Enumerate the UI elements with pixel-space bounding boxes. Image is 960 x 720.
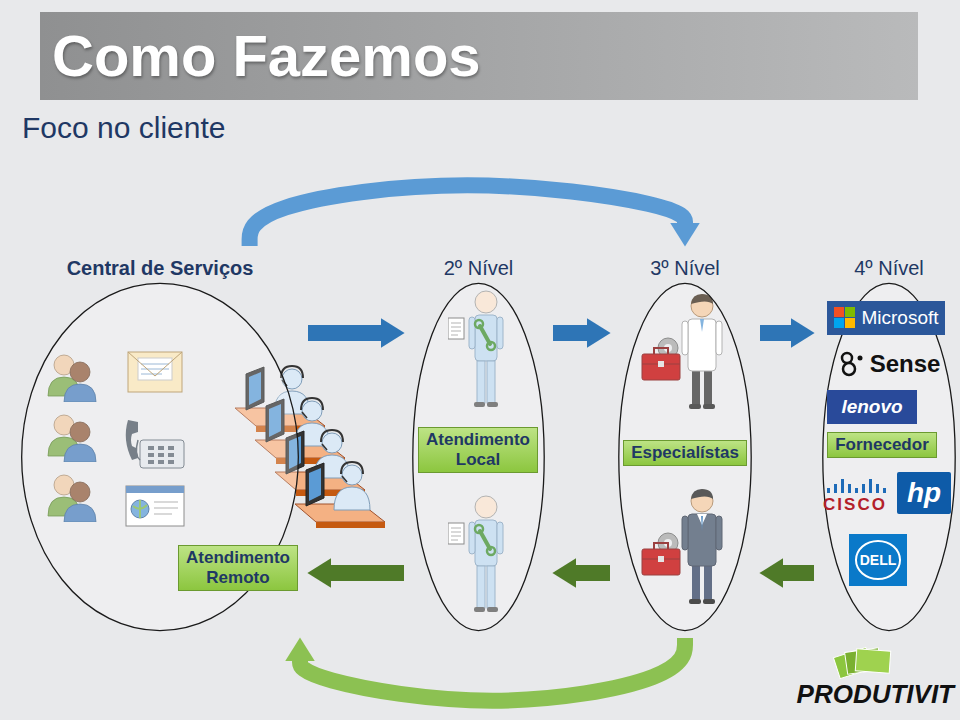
ms-logo-mark: [834, 307, 856, 329]
vendor-logo: Microsoft: [827, 301, 944, 335]
node-text: Microsoft: [861, 307, 938, 329]
level-ellipse: 3º NívelEspecialístas: [618, 252, 752, 632]
level-heading: 3º Nível: [618, 252, 752, 280]
cisco-logo-mark: [824, 478, 886, 494]
title-bar: [40, 12, 918, 100]
service-tag: Fornecedor: [827, 432, 937, 458]
sense-logo-mark: [838, 351, 868, 377]
level-heading: Central de Serviços: [20, 252, 300, 280]
ellipse-outline: [823, 283, 955, 630]
flow-arrow: [329, 565, 404, 581]
title: Como Fazemos: [52, 24, 481, 88]
brand-mark: [833, 647, 890, 678]
brand-name: PRODUTIVIT: [797, 678, 954, 710]
level-ellipse: 4º NívelMicrosoftSense lenovoFornecedorCI…: [822, 252, 956, 632]
node-text: Atendimento Remoto: [186, 548, 290, 589]
level-heading: 4º Nível: [822, 252, 956, 280]
subtitle: Foco no cliente: [22, 110, 225, 146]
ellipse-outline: [619, 283, 751, 630]
node-text: Sense: [870, 350, 941, 378]
vendor-logo: DELL: [849, 534, 908, 586]
vendor-logo: hp: [897, 472, 951, 514]
node-text: DELL: [855, 540, 902, 580]
service-tag: Especialístas: [623, 440, 747, 466]
flow-arrow: [781, 565, 814, 581]
node-text: Atendimento Local: [426, 430, 530, 471]
service-tag: Atendimento Local: [418, 427, 538, 474]
flow-arrow: [250, 185, 685, 246]
node-text: hp: [907, 476, 941, 510]
level-ellipse: 2º NívelAtendimento Local: [412, 252, 545, 632]
node-text: lenovo: [841, 396, 902, 418]
service-desk-ellipse: Central de ServiçosAtendimento Remoto: [20, 252, 300, 632]
node-text: Especialístas: [631, 443, 739, 463]
ellipse-outline: [413, 283, 544, 630]
vendor-logo: Sense: [836, 350, 945, 378]
node-text: Fornecedor: [835, 435, 929, 455]
flow-arrow: [300, 638, 685, 701]
flow-arrow: [308, 325, 383, 341]
flow-arrow: [553, 325, 589, 341]
node-text: CISCO: [823, 495, 887, 515]
flow-arrow: [574, 565, 610, 581]
service-tag: Atendimento Remoto: [178, 545, 298, 592]
vendor-logo: lenovo: [827, 390, 916, 424]
ellipse-outline: [22, 283, 299, 630]
vendor-logo: CISCO: [817, 477, 893, 517]
level-heading: 2º Nível: [412, 252, 545, 280]
flow-arrow: [760, 325, 793, 341]
